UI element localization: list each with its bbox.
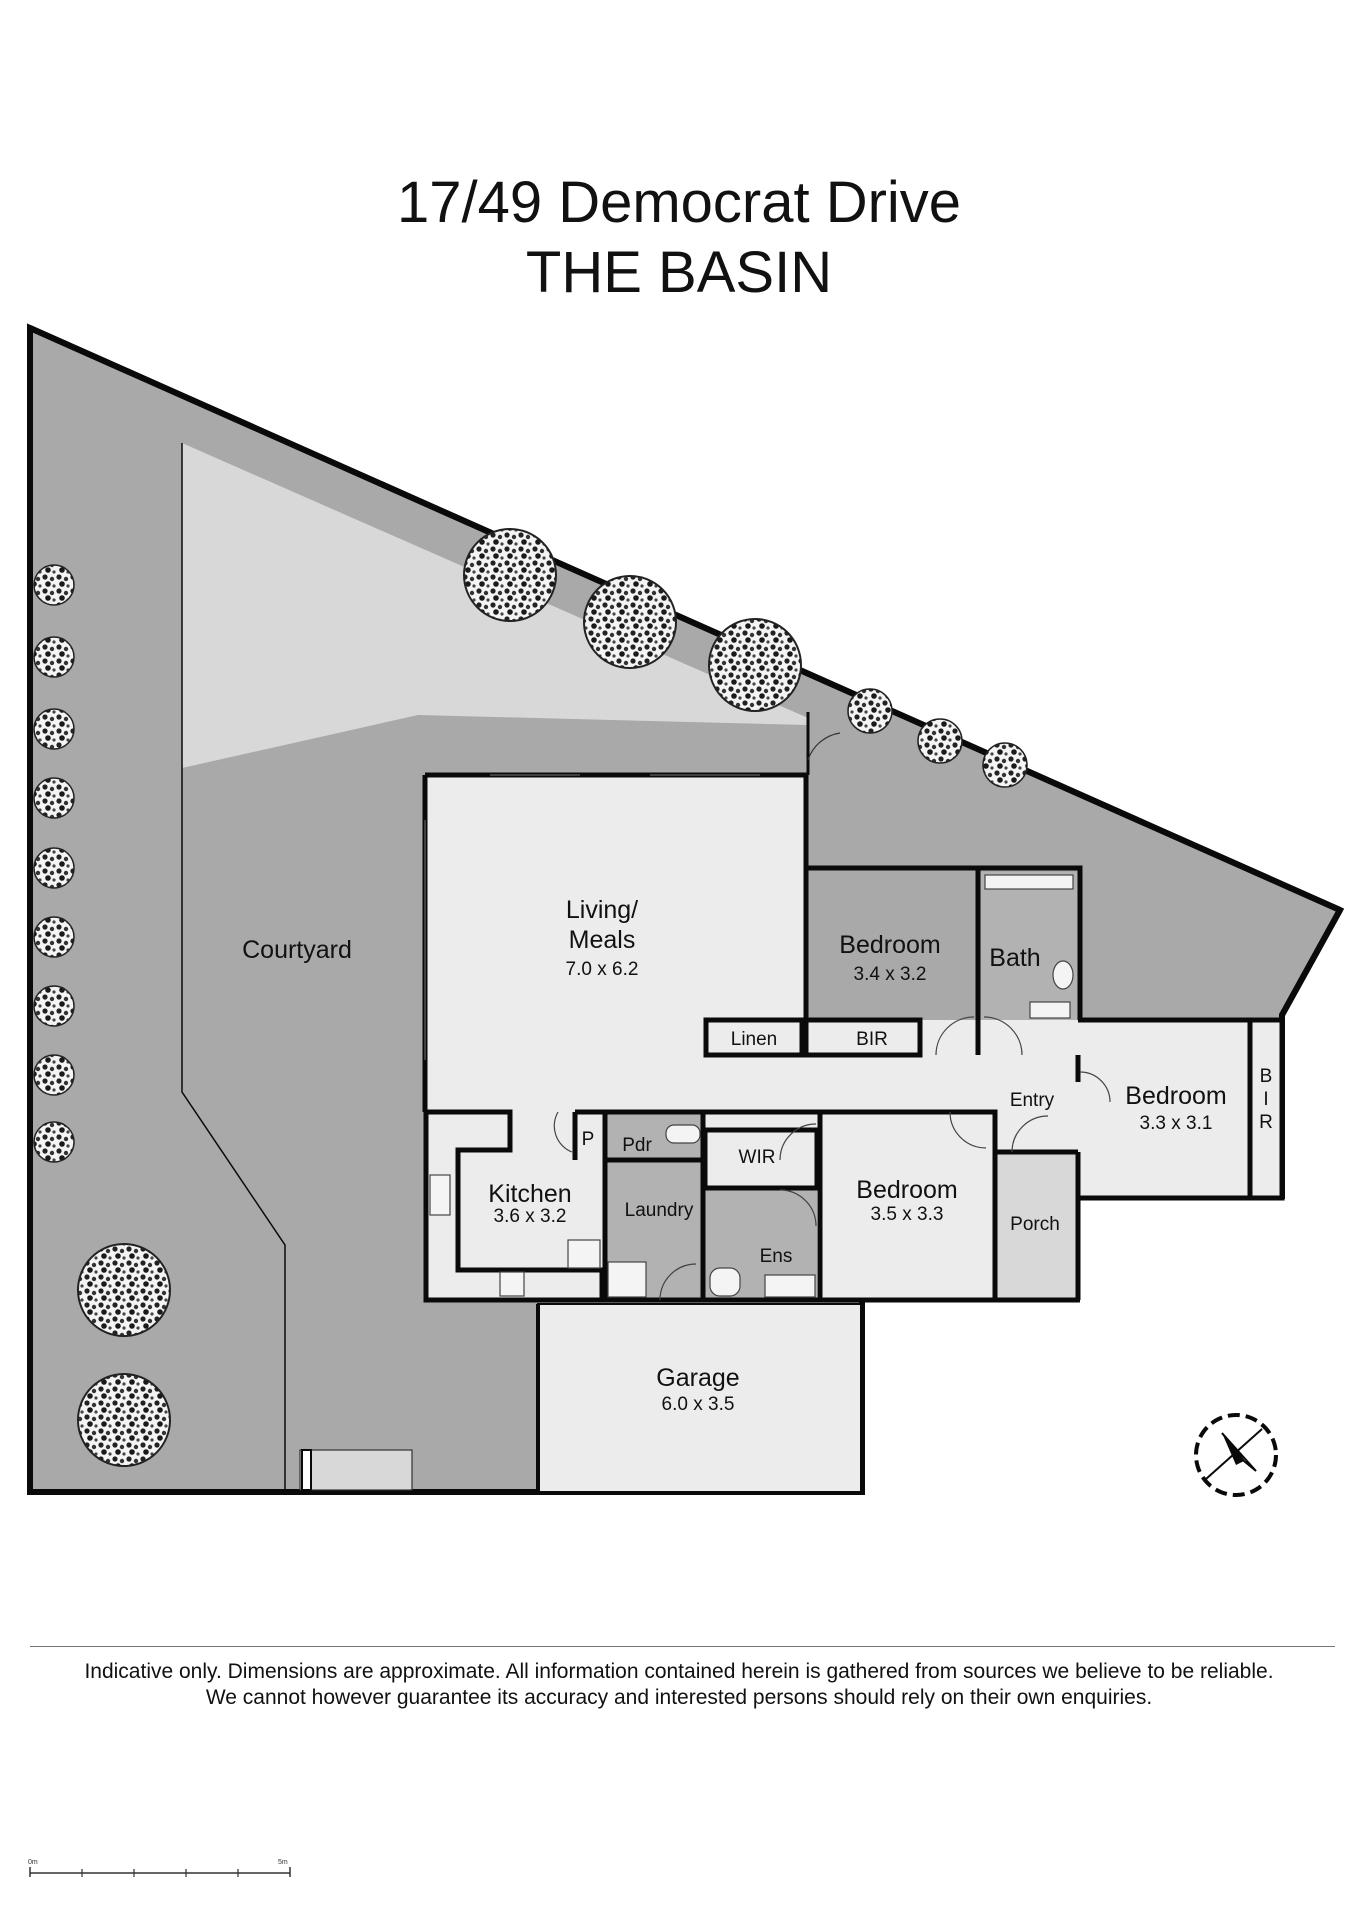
washer	[607, 1261, 647, 1298]
tree-icon	[33, 916, 75, 958]
path-edge	[181, 443, 286, 1492]
toilet-icon	[665, 1124, 701, 1144]
linen-label: Linen	[731, 1029, 778, 1050]
door-swings	[553, 1016, 1111, 1301]
living-size: 7.0 x 6.2	[566, 959, 639, 980]
tree-icon	[917, 718, 963, 764]
tree-icon	[33, 1121, 75, 1163]
bir-east-label-r: R	[1259, 1112, 1273, 1133]
footer-divider	[30, 1646, 1335, 1647]
bir-north-label: BIR	[856, 1029, 888, 1050]
scale-start-label: 0m	[28, 1859, 38, 1866]
tree-icon	[33, 985, 75, 1027]
basin-icon	[1052, 960, 1074, 990]
scale-bar: 0m 5m	[28, 1859, 291, 1877]
vanity	[1029, 1001, 1071, 1019]
bedroom-east-floor	[1078, 1020, 1280, 1198]
ensuite-label: Ens	[760, 1246, 793, 1267]
north-fence	[28, 325, 1342, 913]
address-title: 17/49 Democrat Drive	[396, 170, 962, 235]
bedroom-east-size: 3.3 x 3.1	[1140, 1113, 1213, 1134]
north-arrow-compass-icon	[1194, 1413, 1278, 1497]
bedroom-north-size: 3.4 x 3.2	[854, 964, 927, 985]
disclaimer-line-2: We cannot however guarantee its accuracy…	[205, 1686, 1153, 1709]
vanity	[764, 1274, 816, 1298]
tree-icon	[847, 688, 893, 734]
tree-icon	[33, 636, 75, 678]
tree-icon	[77, 1243, 171, 1337]
laundry-label: Laundry	[625, 1200, 694, 1221]
bir-east-label-i: I	[1263, 1089, 1268, 1110]
tree-icon	[33, 708, 75, 750]
bedroom-main-size: 3.5 x 3.3	[871, 1204, 944, 1225]
tree-icon	[33, 1054, 75, 1096]
bedroom-north-label: Bedroom	[839, 931, 940, 959]
tree-icon	[708, 618, 802, 712]
scale-end-label: 5m	[278, 1859, 288, 1866]
tree-icon	[463, 528, 557, 622]
sink	[567, 1239, 601, 1269]
pantry-label: P	[582, 1129, 595, 1150]
tree-icon	[77, 1373, 171, 1467]
bath-label: Bath	[989, 944, 1040, 972]
gate-swing	[807, 732, 841, 761]
porch-label: Porch	[1010, 1214, 1060, 1235]
suburb-title: THE BASIN	[525, 240, 833, 305]
house-interior	[425, 775, 1078, 1300]
tree-icon	[583, 575, 677, 669]
toilet-icon	[709, 1267, 741, 1297]
bedroom-east-label: Bedroom	[1125, 1082, 1226, 1110]
living-label-2: Meals	[569, 926, 636, 954]
living-label: Living/	[566, 896, 638, 924]
tree-icon	[33, 777, 75, 819]
bedroom-main-label: Bedroom	[856, 1176, 957, 1204]
porch-floor	[995, 1152, 1078, 1300]
cooktop	[499, 1271, 525, 1297]
tree-icon	[33, 847, 75, 889]
wir-label: WIR	[739, 1147, 776, 1168]
bench	[299, 1449, 413, 1491]
bin	[301, 1449, 312, 1491]
windows	[424, 774, 760, 1060]
kitchen-size: 3.6 x 3.2	[494, 1206, 567, 1227]
fixtures	[429, 874, 1074, 1298]
garage-label: Garage	[656, 1364, 739, 1392]
tree-icon	[982, 742, 1028, 788]
entry-label: Entry	[1010, 1090, 1055, 1111]
courtyard-label: Courtyard	[242, 936, 352, 964]
powder-label: Pdr	[622, 1135, 652, 1156]
garage-area	[537, 1303, 863, 1493]
bath-floor	[980, 872, 1078, 1020]
bir-east-label-b: B	[1260, 1066, 1273, 1087]
tree-icon	[33, 564, 75, 606]
disclaimer-line-1: Indicative only. Dimensions are approxim…	[84, 1660, 1274, 1683]
garage-size: 6.0 x 3.5	[662, 1394, 735, 1415]
kitchen-label: Kitchen	[488, 1180, 571, 1208]
fridge	[429, 1174, 451, 1216]
